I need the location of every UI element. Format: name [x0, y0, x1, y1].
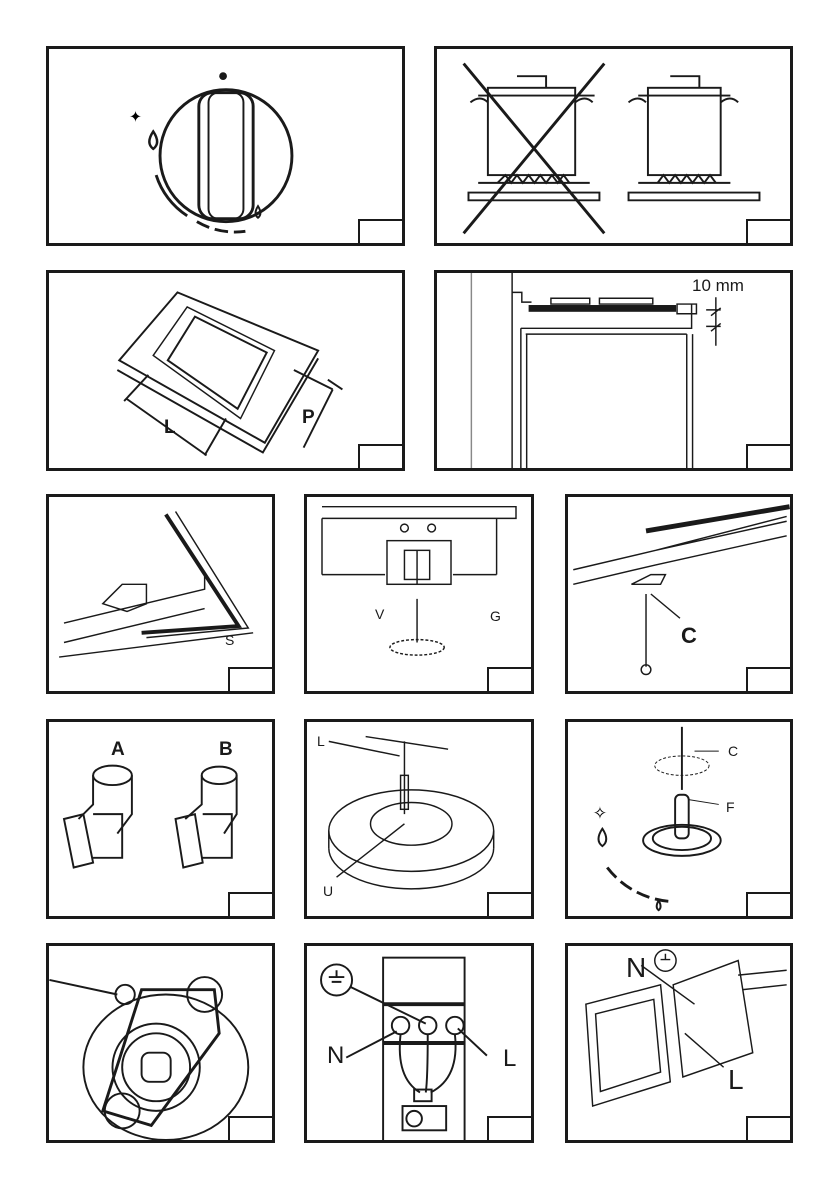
svg-text:✦: ✦ — [129, 109, 142, 126]
clearance-illustration — [470, 273, 722, 468]
cutout-illustration — [116, 291, 343, 457]
figure-number-box — [228, 1116, 272, 1140]
figure-number-box — [746, 1116, 790, 1140]
figure-number-box — [228, 667, 272, 691]
svg-text:✧: ✧ — [593, 803, 608, 823]
figure-pot-on-burner — [434, 46, 793, 246]
elbows-illustration — [62, 764, 238, 869]
clamp-illustration — [573, 504, 790, 676]
figure-fixing-bracket: V G — [304, 494, 534, 694]
depth-label: P — [302, 407, 315, 428]
figure-number-box — [358, 444, 402, 468]
figure-injector-detail — [46, 943, 275, 1143]
injector-illustration — [49, 976, 250, 1140]
live-label: L — [503, 1045, 517, 1072]
figure-control-knob: ✦ — [46, 46, 405, 246]
terminal-box-illustration — [585, 949, 787, 1108]
tap-adjust-illustration: ✧ — [593, 726, 722, 912]
seal-label: S — [225, 632, 235, 648]
seal-illustration — [59, 511, 254, 658]
key-label: L — [317, 733, 325, 749]
figure-number-box — [487, 667, 531, 691]
length-label: L — [164, 417, 176, 438]
nozzle-illustration — [328, 735, 495, 890]
clamp-label: C — [681, 623, 697, 648]
figure-number-box — [228, 892, 272, 916]
screw-label: V — [375, 606, 385, 622]
clearance-dimension: 10 mm — [692, 276, 744, 295]
live-label: L — [728, 1064, 744, 1095]
figure-cooktop-clearance: 10 mm — [434, 270, 793, 471]
figure-gas-elbows: A B — [46, 719, 275, 919]
neutral-label: N — [327, 1042, 345, 1069]
figure-worktop-cutout: L P — [46, 270, 405, 471]
figure-number-box — [746, 667, 790, 691]
bracket-illustration — [321, 505, 517, 656]
elbow-b-label: B — [219, 739, 233, 760]
figure-number-box — [746, 219, 790, 243]
figure-number-box — [487, 892, 531, 916]
figure-terminal-block: N L — [304, 943, 534, 1143]
figure-number-box — [487, 1116, 531, 1140]
pot-size-illustration — [462, 62, 761, 235]
elbow-a-label: A — [111, 739, 125, 760]
neutral-label: N — [626, 952, 647, 983]
figure-number-box — [358, 219, 402, 243]
figure-number-box — [746, 444, 790, 468]
nozzle-label: U — [323, 883, 334, 899]
figure-terminal-box: N L — [565, 943, 793, 1143]
bracket-label: G — [490, 608, 501, 624]
screwdriver-label: C — [728, 743, 739, 759]
figure-burner-nozzle: L U — [304, 719, 534, 919]
figure-seal-application: S — [46, 494, 275, 694]
control-knob-illustration: ✦ — [129, 72, 294, 234]
flame-screw-label: F — [726, 799, 735, 815]
figure-clamp: C — [565, 494, 793, 694]
figure-number-box — [746, 892, 790, 916]
terminal-block-illustration — [320, 956, 488, 1140]
figure-tap-adjustment: ✧ C F — [565, 719, 793, 919]
